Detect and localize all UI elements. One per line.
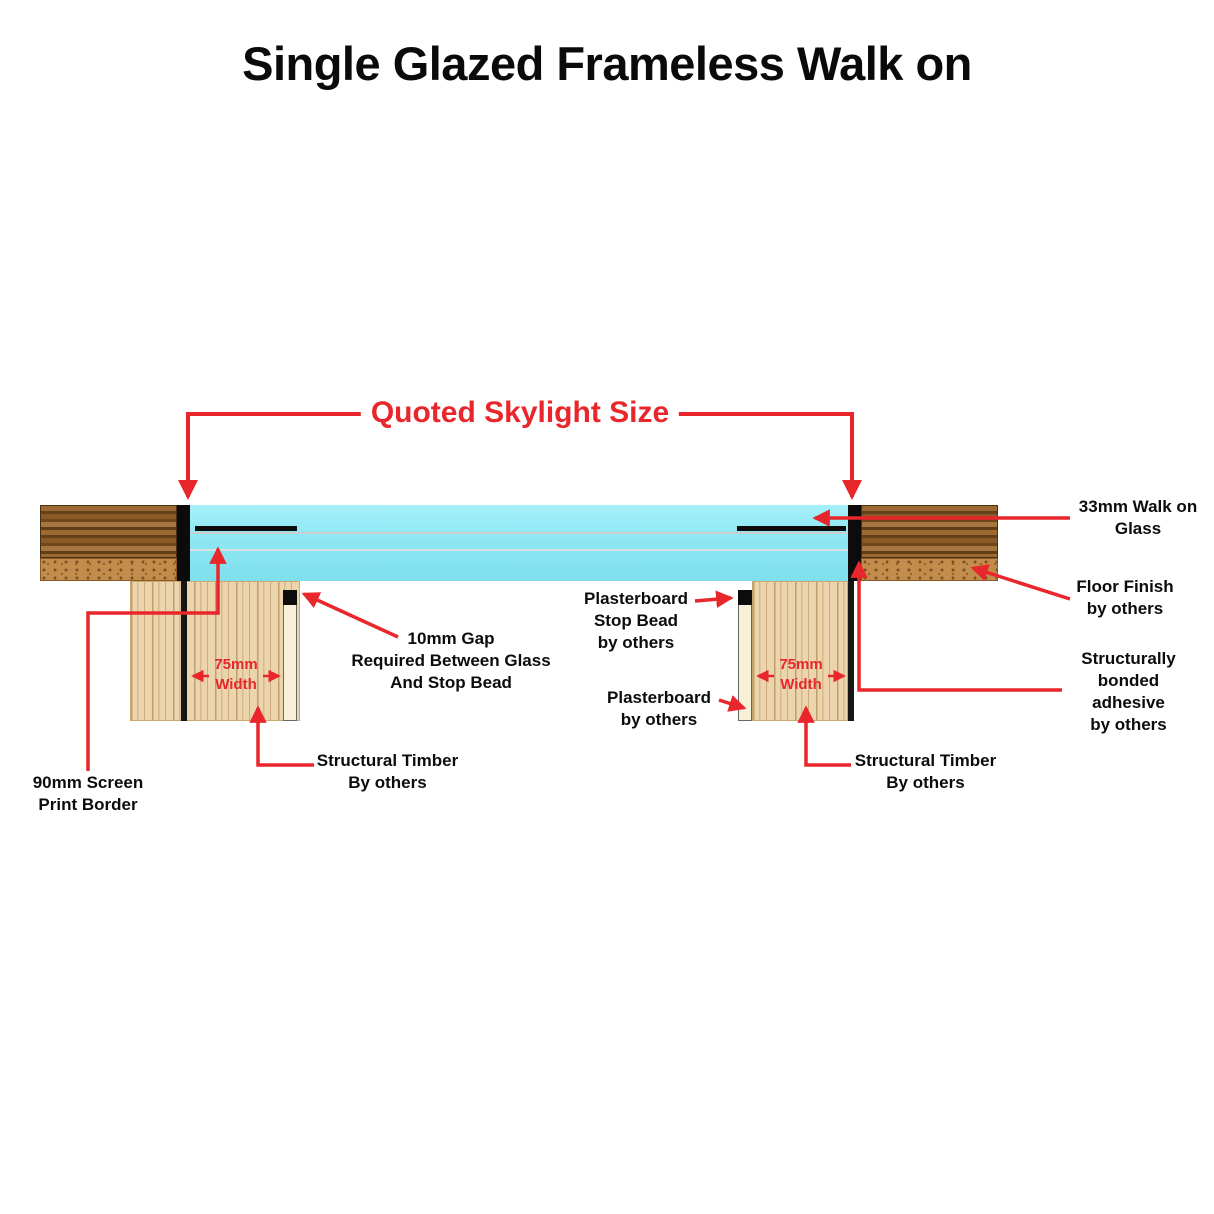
gap-label: 10mm Gap Required Between Glass And Stop… [351,629,551,693]
floor-finish-label: Floor Finish by others [1076,577,1174,619]
plasterboard-label: Plasterboard by others [607,688,711,730]
bonded-adhesive-label: Structurally bonded adhesive by others [1081,649,1176,735]
stop-bead-right [738,590,752,605]
floor-finish-layer-left [40,558,177,581]
walk-on-glass-label: 33mm Walk on Glass [1078,497,1198,539]
stop-bead-left [283,590,297,605]
plasterboard-leader [718,695,747,712]
width-label-right: 75mm Width [779,656,823,694]
glass-interlayer-line-1 [190,532,848,534]
floor-boards-right [861,505,998,558]
timber-right-leader [797,705,851,767]
screen-print-leader [86,546,227,771]
structural-timber-left [130,581,300,721]
floor-finish-leader [970,564,1071,601]
glass-edge-line-left [181,581,187,721]
structural-timber-right [752,581,848,721]
structural-timber-label-right: Structural Timber By others [854,751,997,793]
structural-timber-label-left: Structural Timber By others [316,751,459,793]
timber-left-leader [249,705,314,767]
glass-panel [180,505,858,581]
glass-interlayer-line-2 [190,549,848,551]
screen-print-band-right [737,526,846,531]
width-label-left: 75mm Width [214,656,258,694]
floor-boards-left [40,505,177,558]
bonded-adhesive-leader [850,560,1062,692]
screen-print-band-left [195,526,297,531]
quoted-skylight-size-label: Quoted Skylight Size [360,396,680,431]
glass-edge-line-right [848,581,854,721]
page-title: Single Glazed Frameless Walk on [242,37,972,90]
floor-finish-layer-right [861,558,998,581]
stop-bead-label: Plasterboard Stop Bead by others [584,589,688,653]
gap-leader [301,592,399,639]
stop-bead-leader [694,590,734,608]
bonded-adhesive-bar-left [177,505,190,581]
screen-print-border-label: 90mm Screen Print Border [32,773,144,815]
